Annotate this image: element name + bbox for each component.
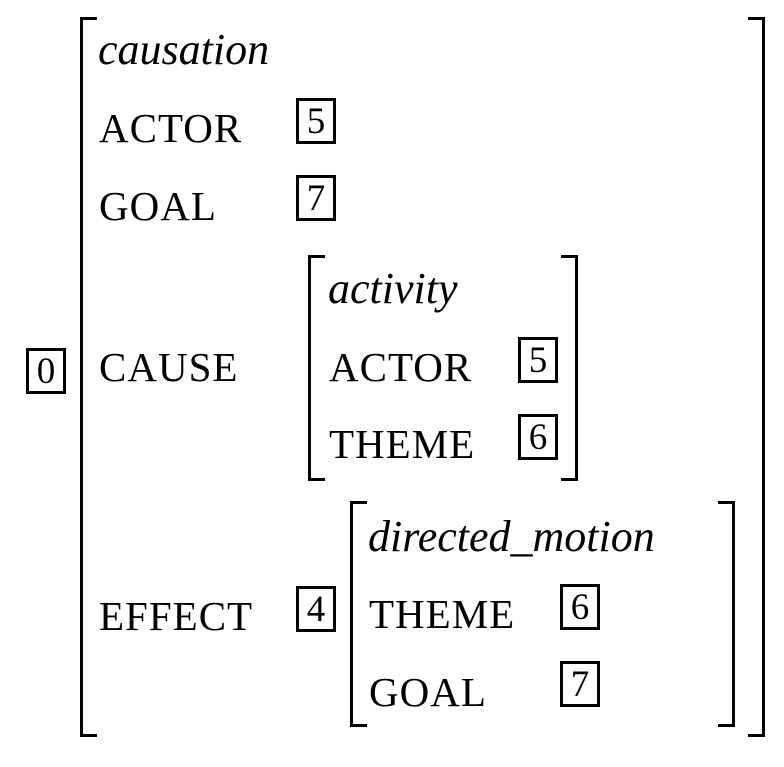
cause-theme-tag: 6 [518, 414, 558, 460]
cause-actor-tag: 5 [518, 337, 558, 383]
cause-type: activity [328, 264, 458, 313]
outer-right-bracket [748, 17, 765, 737]
cause-right-bracket [561, 255, 578, 481]
effect-goal-tag: 7 [560, 661, 600, 707]
root-type: causation [98, 25, 270, 74]
effect-right-bracket [718, 501, 735, 727]
root-goal-tag: 7 [296, 175, 336, 221]
outer-left-bracket [80, 17, 97, 737]
effect-theme-label: THEME [369, 591, 516, 637]
effect-tag: 4 [296, 586, 336, 632]
cause-theme-label: THEME [329, 421, 476, 467]
root-actor-label: ACTOR [99, 105, 243, 151]
cause-label: CAUSE [99, 344, 239, 390]
effect-goal-label: GOAL [369, 669, 487, 715]
effect-left-bracket [350, 501, 367, 727]
root-goal-label: GOAL [99, 183, 217, 229]
effect-theme-tag: 6 [560, 584, 600, 630]
effect-label: EFFECT [99, 593, 254, 639]
effect-type: directed_motion [368, 512, 655, 561]
root-actor-tag: 5 [296, 98, 336, 144]
cause-actor-label: ACTOR [329, 344, 473, 390]
root-tag: 0 [26, 348, 66, 394]
cause-left-bracket [308, 255, 325, 481]
